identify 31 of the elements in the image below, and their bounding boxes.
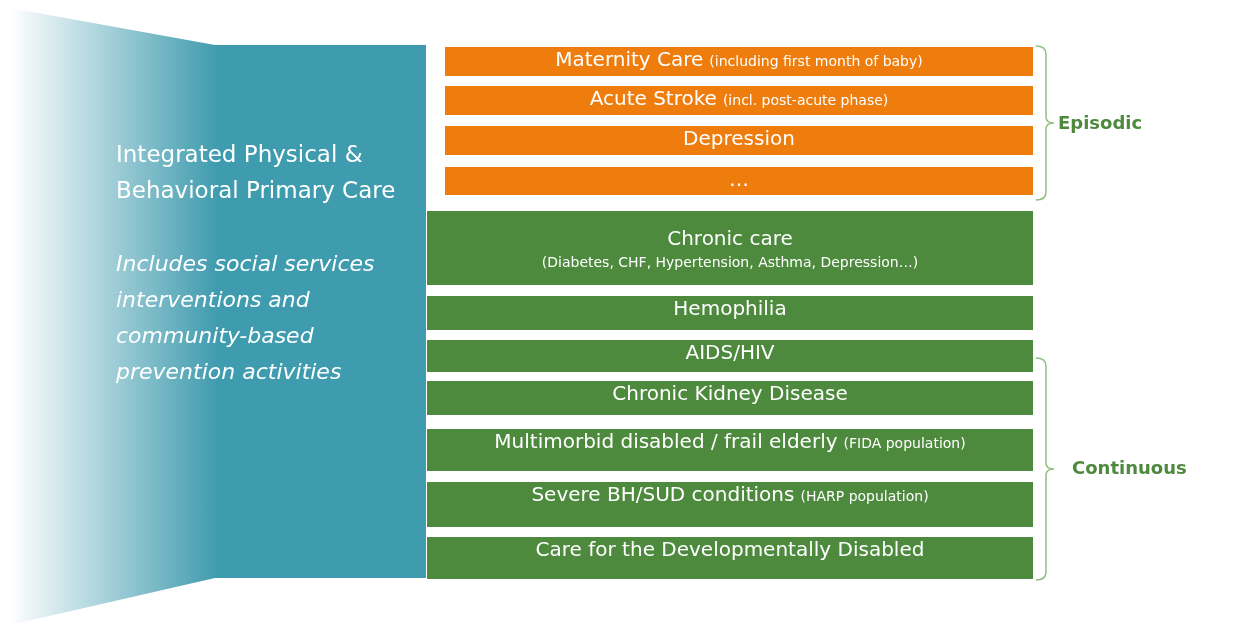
group-label: Episodic [1058, 112, 1143, 133]
category-bar [445, 126, 1033, 155]
bar-title: Care for the Developmentally Disabled [535, 537, 925, 561]
panel-heading: Integrated Physical & Behavioral Primary Care [116, 140, 397, 205]
bar-title: Chronic Kidney Disease [612, 381, 848, 405]
bar-note: (FIDA population) [843, 435, 966, 451]
category-bar [427, 296, 1033, 330]
category-bar [445, 167, 1033, 195]
bar-note: (Diabetes, CHF, Hypertension, Asthma, Depression…) [541, 254, 919, 270]
category-bar [427, 381, 1033, 415]
category-bar [445, 47, 1033, 76]
bar-title: Maternity Care [555, 47, 704, 71]
bar-note: (HARP population) [800, 488, 929, 504]
bar-title: Hemophilia [673, 296, 787, 320]
category-bar [427, 340, 1033, 372]
bar-title: AIDS/HIV [685, 340, 775, 364]
panel-note: Includes social services interventions and community-based prevention activities [116, 250, 376, 386]
bar-title: … [729, 167, 749, 191]
bar-title: Depression [683, 126, 795, 150]
group-label: Continuous [1072, 457, 1187, 478]
category-bar [427, 482, 1033, 527]
bar-title: Multimorbid disabled / frail elderly [494, 429, 838, 453]
bar-note: (including first month of baby) [709, 53, 923, 69]
category-bar [427, 537, 1033, 579]
category-bar [427, 211, 1033, 285]
bar-title: Acute Stroke [589, 86, 717, 110]
bar-note: (incl. post-acute phase) [722, 92, 889, 108]
category-bar [445, 86, 1033, 115]
category-bar [427, 429, 1033, 471]
bar-title: Severe BH/SUD conditions [531, 482, 795, 506]
bar-title: Chronic care [667, 226, 793, 250]
